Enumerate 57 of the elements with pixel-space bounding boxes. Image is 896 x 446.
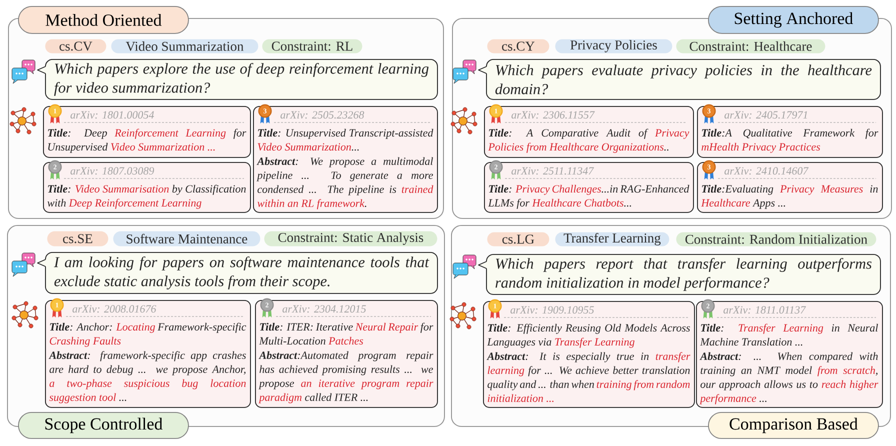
arxiv-id: arXiv: 2008.01676 [72,305,156,313]
paper-card [697,160,883,213]
tag: cs.CV [45,39,106,54]
arxiv-id: arXiv: 2405.17971 [724,111,808,119]
arxiv-id: arXiv: 1807.03089 [70,167,154,175]
paper-card [43,160,251,213]
title-text: Title: A Comparative Audit of Privacy Policies from Healthcare Organizations.. [488,128,690,153]
arxiv-id: arXiv: 2304.12015 [282,305,366,313]
title-text: Title: Privacy Challenges...in RAG-Enhanced LLMs for Healthcare Chatbots... [488,184,690,209]
tag: Constraint: RL [262,39,362,54]
tag: Transfer Learning [555,232,670,246]
title-text: Title:Evaluating Privacy Measures in Healthcare Apps ... [701,184,878,209]
title-text: Title: Unsupervised Transcript-assisted Video Summarization... [258,128,434,151]
title-text: Title: Transfer Learning in Neural Machine Translation ... [700,324,878,346]
paper-card [696,299,883,408]
tag: Constraint: Static Analysis [264,231,438,246]
speech-bubble: Which papers evaluate privacy policies in the healthcare domain? [478,59,881,100]
arxiv-id: arXiv: 1811.01137 [724,306,806,314]
title-text: Title: Deep Reinforcement Learning for Unsupervised Video Summarization ... [48,128,246,153]
tag: Constraint: Random Initialization [676,232,876,246]
title-text: Title: Anchor: Locating Framework-specific Crashing Faults [50,322,246,347]
tab-label: Comparison Based [708,412,879,439]
abstract-text: Abstract: ... When compared with training an NMT model from scratch, our approach allows us to reach higher performance ... [700,352,878,404]
abstract-text: Abstract: We propose a multimodal pipeline ... To generate a more condensed ... The pipeline is trained within an RL framework. [256,157,434,210]
tag: cs.CY [487,39,550,54]
paper-card [484,104,694,158]
paper-card [484,160,694,213]
arxiv-id: arXiv: 2306.11557 [512,111,595,119]
abstract-text: Abstract:Automated program repair has achieved promising results ... we propose an iterative program repair paradigm called ITER ... [258,351,434,404]
arxiv-id: arXiv: 2410.14607 [724,167,809,175]
tab-label: Scope Controlled [18,412,189,439]
tag: cs.SE [47,231,108,246]
tag: Constraint: Healthcare [676,39,826,54]
tab-label: Method Oriented [18,6,189,34]
tag: Privacy Policies [555,39,672,54]
paper-card [253,104,438,213]
abstract-text: Abstract: framework-specific app crashes are hard to debug ... we propose Anchor, a two-phase suspicious bug location suggestion tool ... [48,351,246,404]
paper-card [255,298,438,408]
abstract-text: Abstract: It is especially true in transfer learning for ... We achieve better translation quality and ... than when training from random initialization ... [486,352,690,402]
arxiv-id: arXiv: 1801.00054 [70,111,154,119]
title-text: Title: ITER: Iterative Neural Repair for Multi-Location Patches [259,322,434,345]
title-text: Title:A Qualitative Framework for mHealth Privacy Practices [702,128,878,153]
paper-card [697,104,883,158]
tag: cs.LG [487,232,550,246]
paper-card [45,298,251,408]
tab-label: Setting Anchored [708,6,879,34]
arxiv-id: arXiv: 2505.23268 [280,111,364,119]
paper-card [43,104,251,158]
speech-bubble: Which papers explore the use of deep reinforcement learning for video summarization? [37,59,438,100]
paper-card [483,299,695,408]
arxiv-id: arXiv: 1909.10955 [510,306,594,314]
arxiv-id: arXiv: 2511.11347 [512,167,594,175]
speech-bubble: Which papers report that transfer learning outperforms random initialization in model performance? [478,254,881,295]
title-text: Title: Video Summarisation by Classification with Deep Reinforcement Learning [47,184,246,209]
speech-bubble: I am looking for papers on software maintenance tools that exclude static analysis tools from their scope. [37,252,438,294]
tag: Software Maintenance [113,231,260,246]
tag: Video Summarization [111,39,258,54]
